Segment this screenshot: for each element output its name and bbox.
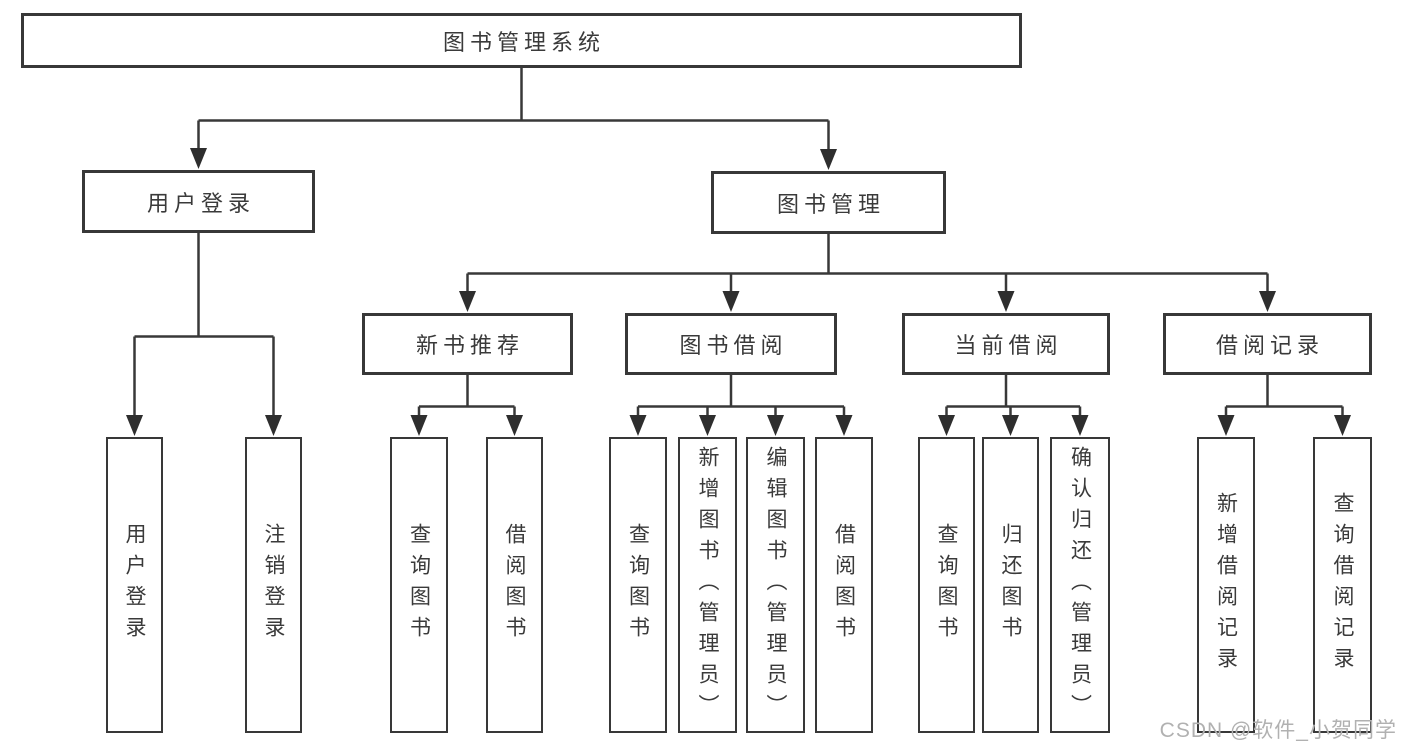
leaf-label: 查询图书 [935,523,958,647]
leaf-label: 注销登录 [262,523,285,647]
leaf-query-books-recommend: 查询图书 [390,437,448,733]
leaf-logout: 注销登录 [245,437,302,733]
node-user-login: 用户登录 [82,170,315,233]
leaf-borrow-books-borrowing: 借阅图书 [815,437,873,733]
node-borrowing-records: 借阅记录 [1163,313,1372,375]
leaf-add-book-admin: 新增图书（管理员） [678,437,737,733]
leaf-query-books-current: 查询图书 [918,437,975,733]
leaf-label: 新增图书（管理员） [696,445,719,725]
node-book-borrowing: 图书借阅 [625,313,837,375]
node-new-book-recommendation: 新书推荐 [362,313,573,375]
csdn-watermark: CSDN @软件_小贺同学 [1159,719,1397,742]
node-current-borrowing: 当前借阅 [902,313,1110,375]
leaf-label: 归还图书 [999,523,1022,647]
leaf-edit-book-admin: 编辑图书（管理员） [746,437,805,733]
leaf-label: 查询图书 [626,523,650,647]
leaf-borrow-books-recommend: 借阅图书 [486,437,543,733]
leaf-label: 查询图书 [407,523,431,647]
leaf-label: 查询借阅记录 [1331,492,1354,678]
leaf-label: 确认归还（管理员） [1068,445,1092,725]
leaf-return-book: 归还图书 [982,437,1039,733]
leaf-confirm-return-admin: 确认归还（管理员） [1050,437,1110,733]
leaf-label: 借阅图书 [503,523,526,647]
leaf-add-borrow-record: 新增借阅记录 [1197,437,1255,733]
node-book-management: 图书管理 [711,171,946,234]
leaf-label: 新增借阅记录 [1214,492,1238,678]
leaf-label: 用户登录 [123,523,146,647]
leaf-user-login: 用户登录 [106,437,163,733]
node-root-system: 图书管理系统 [21,13,1022,68]
leaf-query-borrow-record: 查询借阅记录 [1313,437,1372,733]
leaf-label: 编辑图书（管理员） [764,445,787,725]
leaf-label: 借阅图书 [832,523,856,647]
leaf-query-books-borrowing: 查询图书 [609,437,667,733]
